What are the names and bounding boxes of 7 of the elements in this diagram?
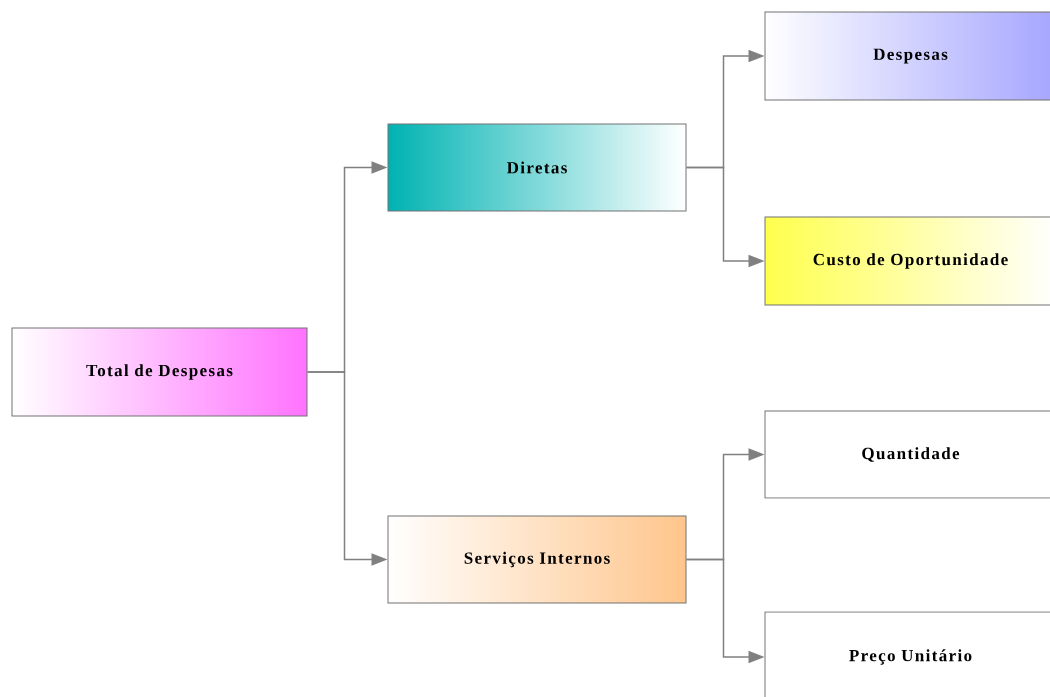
box: Custo de Oportunidade <box>764 216 1050 306</box>
box: Quantidade <box>764 410 1050 499</box>
box: Despesas <box>764 11 1050 101</box>
box: Diretas <box>387 123 687 212</box>
box: Serviços Internos <box>387 515 687 604</box>
box: Total de Despesas <box>11 327 308 417</box>
box: Preço Unitário <box>764 611 1050 697</box>
